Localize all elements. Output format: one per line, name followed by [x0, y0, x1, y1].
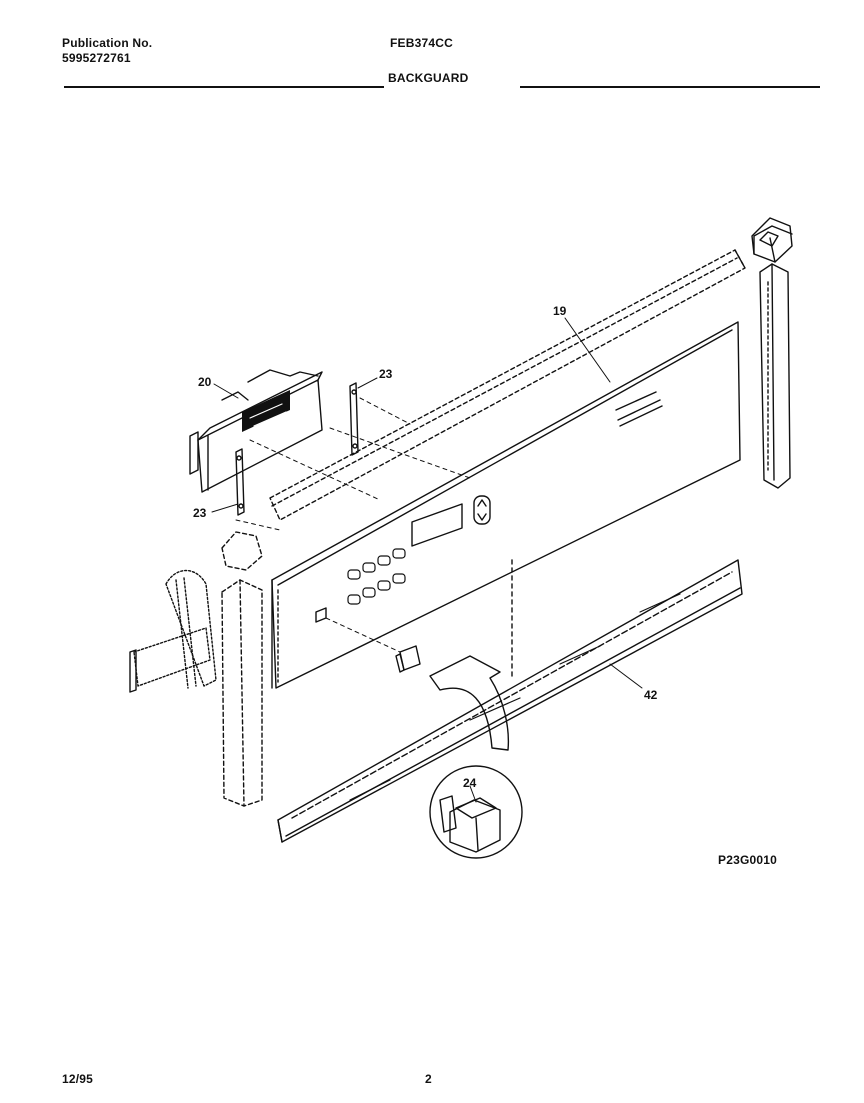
header-rule-right [520, 86, 820, 88]
footer-page-number: 2 [425, 1072, 432, 1086]
wiring-harness [129, 569, 217, 693]
callout-19: 19 [553, 304, 567, 318]
top-trim-dashed [269, 249, 746, 521]
section-title: BACKGUARD [388, 71, 469, 85]
publication-number: 5995272761 [62, 51, 131, 65]
switch-detail-circle [429, 765, 523, 859]
control-board [189, 369, 323, 493]
curved-arrow [429, 655, 510, 751]
leader-lines [211, 317, 643, 803]
callout-20: 20 [198, 375, 212, 389]
bottom-trim [277, 559, 743, 843]
footer-date: 12/95 [62, 1072, 94, 1086]
model-number: FEB374CC [390, 36, 453, 50]
bracket-lower [235, 448, 245, 516]
left-end-cap [221, 531, 263, 571]
left-vertical-trim [221, 579, 263, 807]
rocker-switch-small [395, 645, 421, 673]
callout-23-upper: 23 [379, 367, 393, 381]
callout-42: 42 [644, 688, 658, 702]
assembly-guides [235, 397, 471, 653]
publication-label: Publication No. [62, 36, 153, 50]
diagram-code: P23G0010 [718, 853, 777, 867]
bracket-upper [349, 382, 359, 456]
header-rule-left [64, 86, 384, 88]
backguard-panel [271, 321, 741, 689]
callout-24: 24 [463, 776, 477, 790]
right-vertical-trim [759, 263, 791, 489]
right-end-cap [751, 217, 793, 263]
callout-23-lower: 23 [193, 506, 207, 520]
